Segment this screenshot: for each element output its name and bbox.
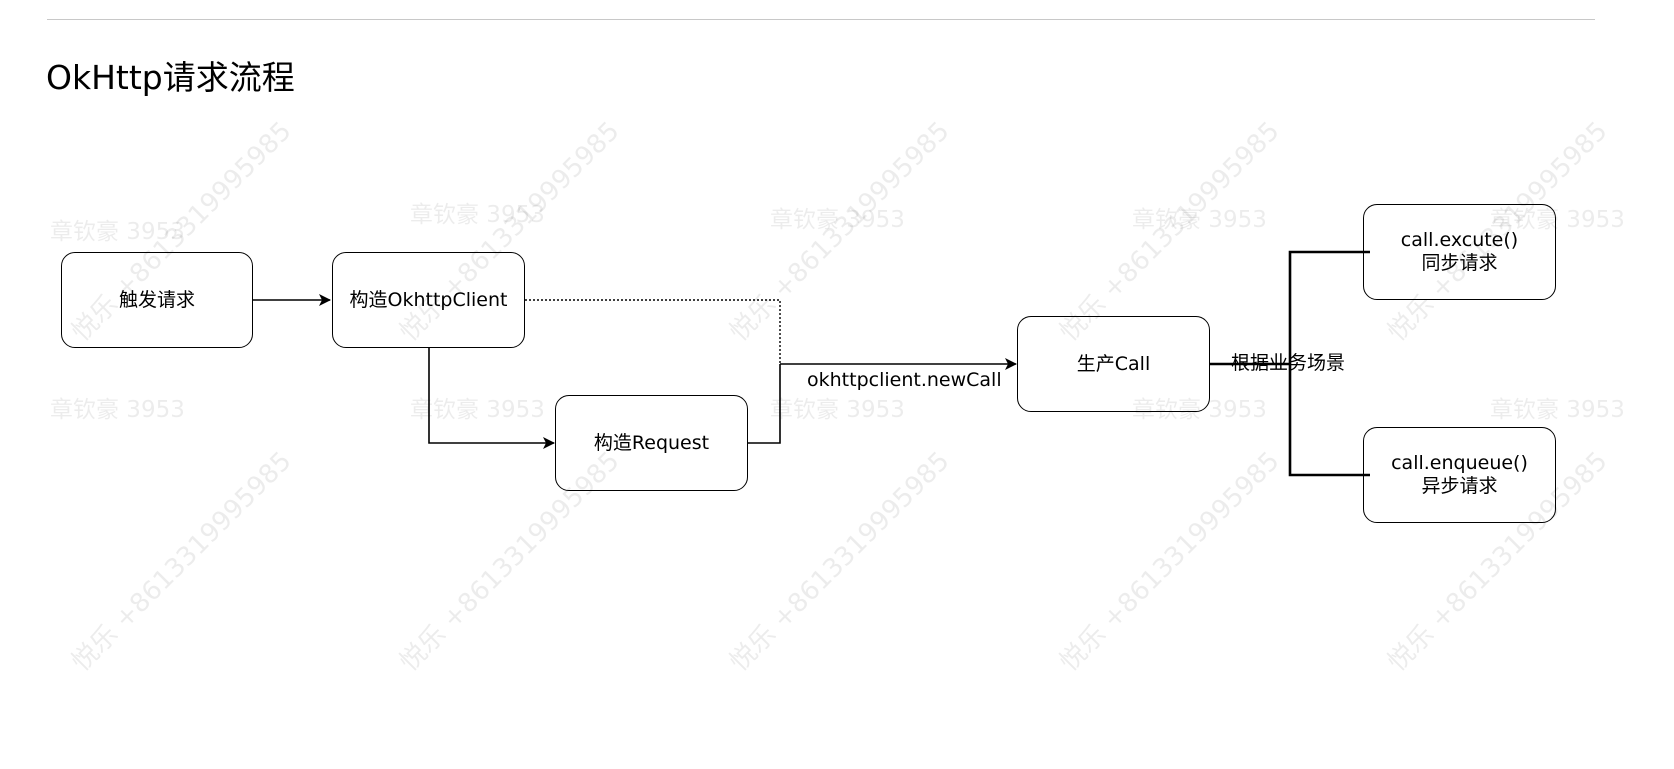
node-build-okhttpclient: 构造OkhttpClient (332, 252, 525, 348)
edge-label-newcall: okhttpclient.newCall (807, 369, 1002, 391)
node-label: 构造Request (593, 431, 710, 454)
node-label-line2: 异步请求 (1421, 475, 1498, 497)
edge-client-dotted (525, 299, 781, 364)
node-call-enqueue: call.enqueue() 异步请求 (1363, 427, 1556, 523)
node-call-execute: call.excute() 同步请求 (1363, 204, 1556, 300)
node-label: 构造OkhttpClient (349, 288, 508, 311)
node-label-line1: call.enqueue() (1391, 452, 1528, 474)
top-divider (47, 19, 1595, 20)
edge-request-to-merge (748, 364, 781, 444)
node-build-request: 构造Request (555, 395, 748, 491)
node-label: 触发请求 (118, 288, 195, 311)
node-label-line1: call.excute() (1400, 229, 1519, 251)
node-trigger-request: 触发请求 (61, 252, 253, 348)
node-label: 生产Call (1076, 352, 1151, 375)
node-produce-call: 生产Call (1017, 316, 1210, 412)
node-label-line2: 同步请求 (1421, 252, 1498, 274)
edge-client-to-request (428, 348, 555, 449)
edge-label-scenario: 根据业务场景 (1231, 352, 1346, 374)
page-title: OkHttp请求流程 (46, 58, 295, 97)
edge-branch-bracket (1288, 250, 1370, 477)
